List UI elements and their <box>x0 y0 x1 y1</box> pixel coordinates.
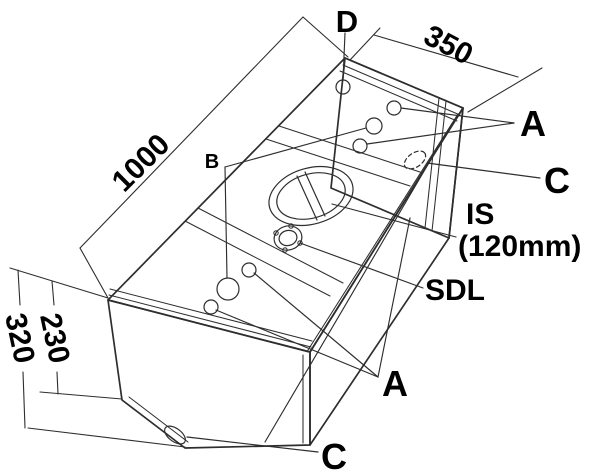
leader-b-2 <box>224 166 228 279</box>
hatch-slot-line-b <box>304 171 326 217</box>
flange-bolt-hole <box>273 230 279 236</box>
sender-flange-inner <box>278 229 298 247</box>
leader-lines <box>186 32 541 453</box>
leader-c-bottom <box>186 436 319 453</box>
inspection-hatch-outer <box>268 165 354 227</box>
leader-a-top-2 <box>366 122 515 145</box>
dashed-recess-c <box>403 150 427 170</box>
leader-a-bottom-2 <box>215 309 379 378</box>
label-a-bottom: A <box>382 363 408 404</box>
leader-c-top <box>426 162 541 179</box>
fitting-hole-a2 <box>352 138 368 154</box>
fitting-hole-b1 <box>365 117 383 135</box>
label-sdl: SDL <box>425 274 485 307</box>
dim-line-350 <box>373 34 519 78</box>
label-is-size: (120mm) <box>458 230 581 263</box>
dim-line-230-upper <box>51 280 55 306</box>
leader-b-1 <box>224 127 367 168</box>
leader-is <box>331 203 457 238</box>
tank-front-face <box>107 299 311 449</box>
label-c-top: C <box>544 160 570 201</box>
dim-ext-1000-bottom <box>79 247 109 299</box>
dim-ext-1000-top <box>302 16 349 58</box>
drain-hole-c <box>164 425 186 445</box>
flange-bolt-hole <box>282 247 288 253</box>
label-d: D <box>336 4 358 39</box>
dim-line-230-lower <box>56 371 59 395</box>
front-edge-rib-a <box>108 294 312 348</box>
sender-flange-outer <box>273 225 303 251</box>
top-right-inner-edge <box>307 113 459 351</box>
flange-bolt-hole <box>297 240 303 246</box>
tank-top-face <box>107 57 464 353</box>
dim-ext-mid <box>39 391 123 400</box>
front-edge-rib-b <box>109 288 313 342</box>
dimension-320-230: 320 230 <box>0 267 186 448</box>
dim-text-350: 350 <box>418 19 478 72</box>
inspection-hatch-inner <box>276 172 346 220</box>
fitting-hole-b2 <box>216 277 240 301</box>
label-c-bottom: C <box>321 436 347 473</box>
label-a-top: A <box>520 103 546 144</box>
leader-sdl <box>299 242 424 289</box>
fitting-hole-a1 <box>386 100 402 116</box>
leader-a-bottom-1 <box>253 272 379 378</box>
chamfer-inner-edge <box>128 396 189 443</box>
end-face-rib-a <box>424 97 440 229</box>
fitting-hole-a4 <box>203 299 219 315</box>
tank-body <box>107 57 464 449</box>
dim-ext-350-right <box>467 67 543 113</box>
dim-line-320-upper <box>17 269 21 306</box>
dim-ext-top <box>9 267 109 299</box>
label-is: IS <box>466 198 494 231</box>
tank-features <box>164 79 427 445</box>
top-step-rib-right-a <box>278 125 421 173</box>
dimension-350: 350 <box>349 19 543 113</box>
dim-ext-350-left <box>349 27 381 61</box>
dim-ext-bottom <box>27 427 186 448</box>
tank-end-face <box>330 57 464 239</box>
inspection-hatch <box>268 165 354 227</box>
back-edge-rib-a <box>342 64 461 116</box>
dim-text-1000: 1000 <box>106 128 177 199</box>
leader-a-top-1 <box>400 107 515 124</box>
end-face-rib-b <box>431 100 447 232</box>
flange-bolt-hole <box>288 223 294 229</box>
dim-line-320-lower <box>22 371 26 429</box>
construction-line-long <box>264 131 448 443</box>
fitting-hole-a3 <box>241 262 257 278</box>
top-step-rib-right-b <box>265 138 411 187</box>
callout-labels: D B A C IS (120mm) SDL A C <box>205 4 582 473</box>
top-step-rib-left-a <box>197 207 344 284</box>
dim-line-1000 <box>79 16 304 249</box>
top-step-rib-left-b <box>184 220 331 297</box>
label-b: B <box>205 151 219 173</box>
leader-d <box>342 32 346 81</box>
sender-flange <box>273 223 303 253</box>
hatch-slot-line-a <box>296 175 318 221</box>
leader-a-bottom-3 <box>377 217 411 378</box>
